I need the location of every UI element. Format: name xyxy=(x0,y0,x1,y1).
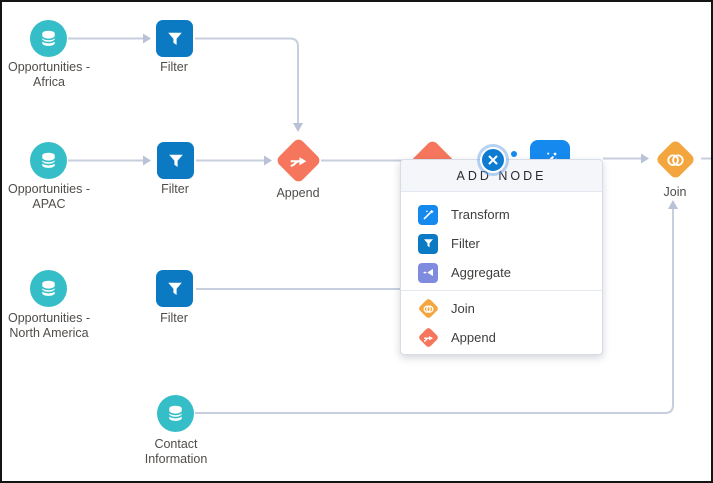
node-label-contact: Contact Information xyxy=(144,437,208,466)
filter-node-3[interactable] xyxy=(156,270,193,307)
node-label-append: Append xyxy=(276,186,320,200)
funnel-icon xyxy=(418,233,438,254)
menu-item-transform[interactable]: Transform xyxy=(401,200,602,229)
merge-arrows-icon xyxy=(290,156,307,167)
menu-item-label: Append xyxy=(451,330,496,345)
node-label-filter-1: Filter xyxy=(160,60,188,74)
magic-wand-icon xyxy=(418,204,438,225)
close-popup-button[interactable] xyxy=(480,147,506,173)
dataset-node-opportunities-apac[interactable] xyxy=(30,142,67,179)
menu-item-label: Join xyxy=(451,301,475,316)
dataset-node-opportunities-north-america[interactable] xyxy=(30,270,67,307)
node-label-filter-3: Filter xyxy=(160,311,188,325)
edge-filter1-append xyxy=(195,37,299,123)
node-label-africa: Opportunities - Africa xyxy=(8,60,90,89)
venn-circles-icon xyxy=(417,297,439,320)
node-label-filter-2: Filter xyxy=(161,182,189,196)
add-node-menu: Transform Filter Aggregate xyxy=(401,192,602,352)
menu-item-append[interactable]: Append xyxy=(401,323,602,352)
append-node[interactable] xyxy=(275,137,322,184)
node-label-join: Join xyxy=(663,185,687,199)
filter-node-2[interactable] xyxy=(157,142,194,179)
add-node-popup: ADD NODE Transform Filter xyxy=(400,159,603,355)
funnel-icon xyxy=(167,282,182,295)
node-label-apac: Opportunities - APAC xyxy=(8,182,90,211)
menu-separator xyxy=(401,290,602,291)
edge-arrowheads xyxy=(143,33,678,209)
join-node[interactable] xyxy=(654,138,697,181)
edge-plus-dot xyxy=(511,151,517,157)
menu-item-label: Filter xyxy=(451,236,480,251)
dataset-node-opportunities-africa[interactable] xyxy=(30,20,67,57)
menu-item-filter[interactable]: Filter xyxy=(401,229,602,258)
database-icon xyxy=(41,152,56,168)
node-label-north-america: Opportunities - North America xyxy=(8,311,90,340)
funnel-icon xyxy=(168,154,183,167)
aggregate-icon xyxy=(418,262,438,283)
menu-item-join[interactable]: Join xyxy=(401,294,602,323)
menu-item-label: Transform xyxy=(451,207,510,222)
merge-arrows-icon xyxy=(417,326,439,349)
filter-node-1[interactable] xyxy=(156,20,193,57)
menu-item-aggregate[interactable]: Aggregate xyxy=(401,258,602,287)
edge-contact-join xyxy=(195,202,674,414)
funnel-icon xyxy=(167,32,182,45)
database-icon xyxy=(41,30,56,46)
venn-circles-icon xyxy=(667,153,684,166)
database-icon xyxy=(168,405,183,421)
menu-item-label: Aggregate xyxy=(451,265,511,280)
close-x-icon xyxy=(488,155,498,165)
database-icon xyxy=(41,280,56,296)
dataset-node-contact-information[interactable] xyxy=(157,395,194,432)
